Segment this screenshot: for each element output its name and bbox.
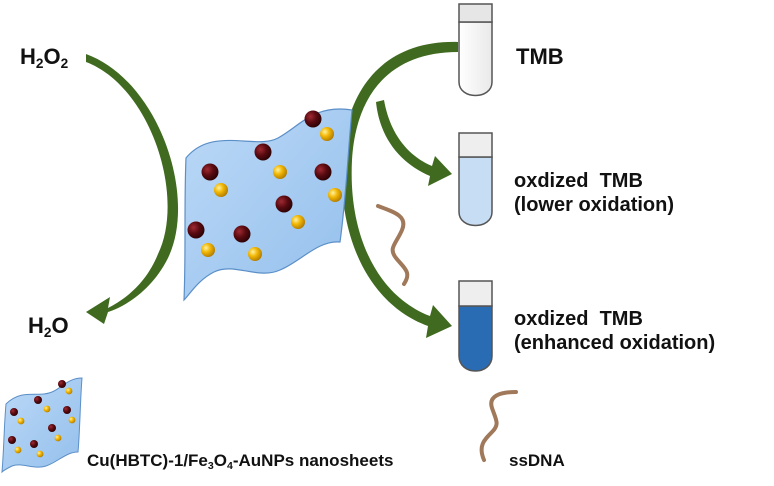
au-nanoparticles	[201, 127, 342, 261]
h2o2-label: H2O2	[20, 44, 69, 72]
lower-oxidation-tube	[458, 132, 493, 227]
h2o-label: H2O	[28, 313, 69, 341]
legend-nanosheet-label: Cu(HBTC)-1/Fe3O4-AuNPs nanosheets	[87, 451, 394, 473]
enhanced-oxidation-tube	[458, 280, 493, 372]
tmb-to-enhanced-arrow	[341, 41, 458, 339]
tmb-label: TMB	[516, 44, 564, 69]
ssdna-strand	[376, 204, 410, 286]
main-nanosheet	[183, 108, 353, 302]
legend-ssdna-label: ssDNA	[509, 451, 565, 470]
tmb-to-lower-arrow	[376, 100, 452, 186]
tmb-tube	[458, 3, 493, 97]
fe3o4-particles	[187, 110, 332, 243]
legend-ssdna-icon	[479, 390, 518, 462]
legend-nanosheet-icon	[1, 377, 83, 474]
h2o2-to-h2o-arrow	[86, 54, 179, 324]
enhanced-oxidation-label: oxdized TMB (enhanced oxidation)	[514, 308, 716, 354]
lower-oxidation-label: oxdized TMB (lower oxidation)	[514, 170, 674, 216]
